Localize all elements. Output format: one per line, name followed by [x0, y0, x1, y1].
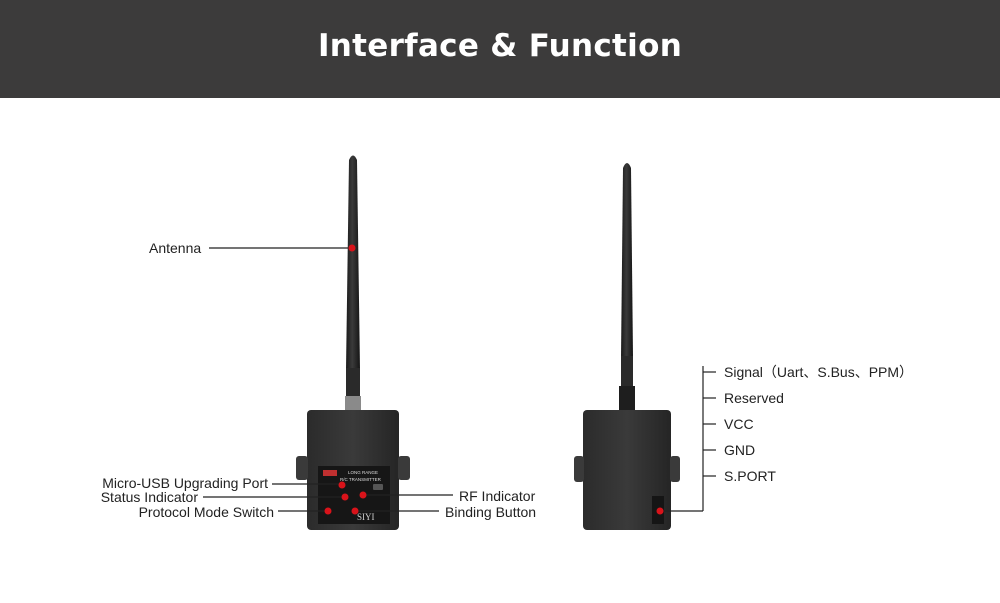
status-indicator-marker	[341, 493, 349, 501]
label-micro-usb-port: Micro-USB Upgrading Port	[102, 475, 268, 491]
rf-indicator-marker	[359, 491, 367, 499]
page-title: Interface & Function	[317, 28, 683, 64]
usb-port-marker	[338, 481, 346, 489]
label-pin-gnd: GND	[724, 442, 756, 458]
label-binding-button: Binding Button	[445, 504, 537, 520]
front-leader-lines	[203, 247, 453, 512]
front-markers	[324, 244, 367, 515]
label-pin-reserved: Reserved	[724, 390, 784, 406]
back-antenna	[619, 163, 635, 412]
label-antenna: Antenna	[149, 240, 202, 256]
label-pin-vcc: VCC	[724, 416, 754, 432]
binding-button-marker	[351, 507, 359, 515]
label-pin-signal: Signal（Uart、S.Bus、PPM）	[724, 364, 914, 380]
header-bar: Interface & Function	[0, 0, 1000, 98]
panel-text-2: R/C TRANSMITTER	[340, 477, 382, 482]
brand-text: SIYI	[357, 512, 375, 522]
label-protocol-mode-switch: Protocol Mode Switch	[138, 504, 274, 520]
back-leader-lines	[662, 366, 716, 512]
label-rf-indicator: RF Indicator	[459, 488, 536, 504]
port-connector-marker	[656, 507, 664, 515]
antenna-marker	[348, 244, 356, 252]
panel-text-1: LONG RANGE	[348, 470, 378, 475]
label-status-indicator: Status Indicator	[100, 489, 198, 505]
back-module-body	[574, 410, 680, 530]
label-pin-sport: S.PORT	[724, 468, 776, 484]
protocol-switch-marker	[324, 507, 332, 515]
